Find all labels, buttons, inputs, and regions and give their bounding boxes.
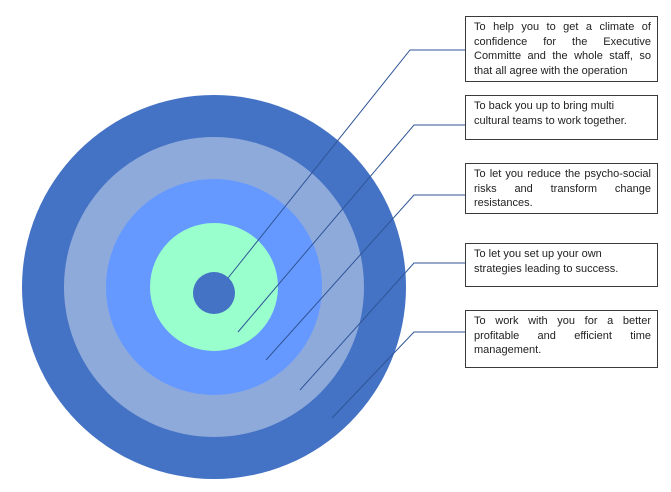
callout-text-1: To help you to get a climate of confiden…	[474, 21, 651, 77]
callout-box-3: To let you reduce the psycho-social risk…	[465, 163, 658, 214]
callout-box-2: To back you up to bring multi cultural t…	[465, 95, 658, 140]
connector-line-5	[331, 331, 465, 419]
callout-box-1: To help you to get a climate of confiden…	[465, 16, 658, 82]
callout-text-2: To back you up to bring multi cultural t…	[474, 100, 627, 127]
connector-line-4	[299, 262, 465, 391]
center-circle	[193, 272, 235, 314]
callout-text-3: To let you reduce the psycho-social risk…	[474, 168, 651, 210]
callout-text-4: To let you set up your own strategies le…	[474, 248, 619, 275]
connector-line-3	[265, 194, 465, 361]
connector-line-1	[227, 49, 465, 279]
callout-text-5: To work with you for a better profitable…	[474, 315, 651, 357]
connector-line-2	[237, 124, 465, 333]
callout-box-5: To work with you for a better profitable…	[465, 310, 658, 368]
callout-box-4: To let you set up your own strategies le…	[465, 243, 658, 287]
